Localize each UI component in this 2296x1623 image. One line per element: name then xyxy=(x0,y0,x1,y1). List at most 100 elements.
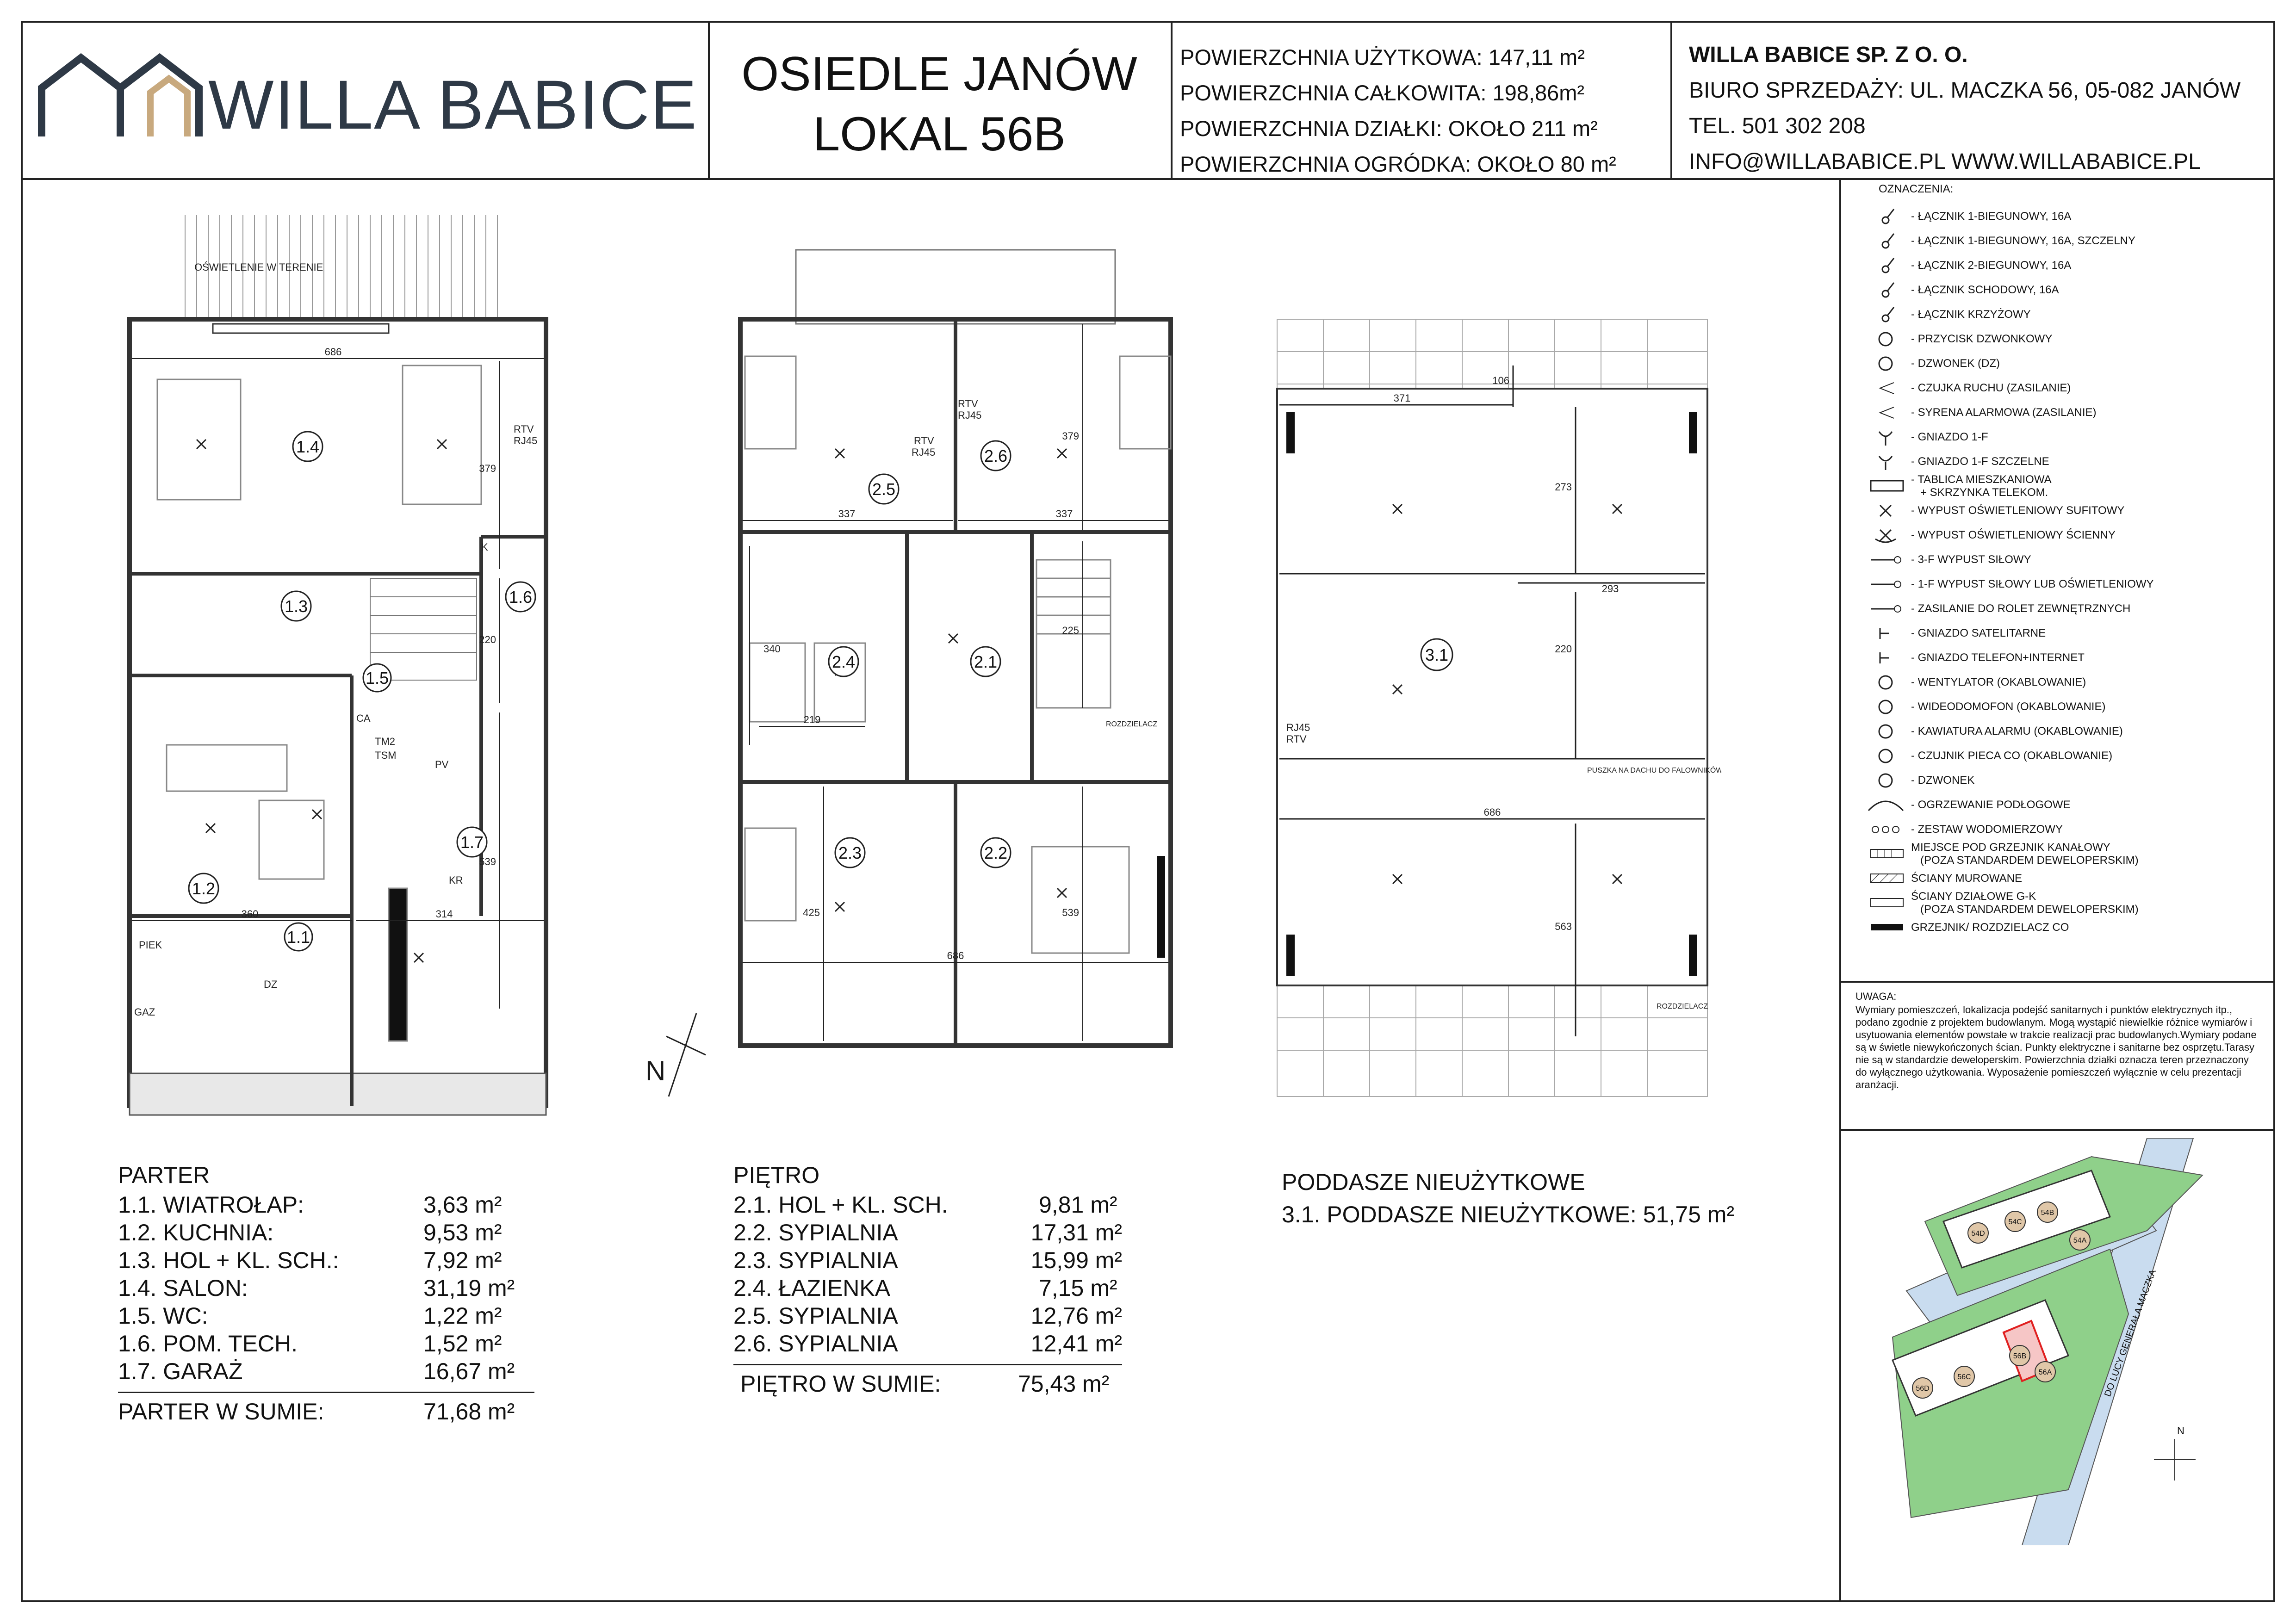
legend-label-line: - CZUJNIK PIECA CO (OKABLOWANIE) xyxy=(1911,749,2113,762)
legend-item-label: - DZWONEK xyxy=(1911,774,1974,787)
area-plot: POWIERZCHNIA DZIAŁKI: OKOŁO 211 m² xyxy=(1180,116,1598,141)
room-label-1-6: 1.6 xyxy=(509,588,532,607)
attic-outline xyxy=(1276,388,1708,986)
label-tm2: TM2 xyxy=(375,736,395,747)
dim-floor-width: 686 xyxy=(947,950,964,961)
legend-item: - ŁĄCZNIK KRZYŻOWY xyxy=(1860,302,2267,327)
label-rj45-2-6: RJ45 xyxy=(958,409,981,421)
legend-item: - ZESTAW WODOMIERZOWY xyxy=(1860,817,2267,842)
legend-label-line: GRZEJNIK/ ROZDZIELACZ CO xyxy=(1911,921,2069,934)
legend-item-label: - GNIAZDO SATELITARNE xyxy=(1911,627,2046,640)
legend-item: - SYRENA ALARMOWA (ZASILANIE) xyxy=(1860,400,2267,425)
socket-sealed-icon xyxy=(1860,452,1911,472)
room-marker-2-2 xyxy=(980,837,1011,868)
legend-item-label: - KAWIATURA ALARMU (OKABLOWANIE) xyxy=(1911,725,2123,738)
panel-icon xyxy=(1860,476,1911,496)
legend-title: OZNACZENIA: xyxy=(1879,183,1954,195)
legend-label-line: - ZESTAW WODOMIERZOWY xyxy=(1911,823,2063,836)
legend-label-line: - 3-F WYPUST SIŁOWY xyxy=(1911,553,2031,566)
room-marker-2-5 xyxy=(868,473,900,505)
area-total: POWIERZCHNIA CAŁKOWITA: 198,86m² xyxy=(1180,81,1585,105)
room-label-1-1: 1.1 xyxy=(287,928,310,947)
legend-label-line: - PRZYCISK DZWONKOWY xyxy=(1911,332,2053,345)
attic-roof-grid xyxy=(1277,319,1708,1097)
legend-item: - CZUJNIK PIECA CO (OKABLOWANIE) xyxy=(1860,743,2267,768)
label-manifold-floor: ROZDZIELACZ xyxy=(1106,720,1157,728)
legend-item-label: - CZUJKA RUCHU (ZASILANIE) xyxy=(1911,382,2071,395)
legend-item-label: - WIDEODOMOFON (OKABLOWANIE) xyxy=(1911,700,2105,713)
legend-item-label: - 3-F WYPUST SIŁOWY xyxy=(1911,553,2031,566)
note-text: Wymiary pomieszczeń, lokalizacja podejść… xyxy=(1855,1004,2257,1090)
legend-item-label: - PRZYCISK DZWONKOWY xyxy=(1911,333,2052,346)
dim-attic-4: 293 xyxy=(1602,583,1619,595)
dim-attic-5: 220 xyxy=(1555,643,1572,655)
room-label-3-1: 3.1 xyxy=(1425,645,1448,664)
radiator-icon xyxy=(1860,917,1911,938)
unit-label: 54D xyxy=(1971,1230,1985,1238)
unit-label: 56D xyxy=(1916,1385,1929,1393)
power-3f-icon xyxy=(1860,550,1911,570)
legend-item: - WYPUST OŚWIETLENIOWY SUFITOWY xyxy=(1860,498,2267,523)
title-line-2: LOKAL 56B xyxy=(813,107,1066,161)
area-summary: POWIERZCHNIA UŻYTKOWA: 147,11 m² POWIERZ… xyxy=(1180,39,1616,182)
channel-heater-icon xyxy=(1860,844,1911,864)
unit-marker xyxy=(1967,1222,1989,1244)
ground-furniture xyxy=(156,365,482,1042)
table-row: 1.1. WIATROŁAP:3,63 m² xyxy=(118,1192,502,1218)
label-rj45: RJ45 xyxy=(514,435,537,446)
radiator-icon xyxy=(1286,412,1697,976)
legend: OZNACZENIA: - ŁĄCZNIK 1-BIEGUNOWY, 16A- … xyxy=(1860,183,2267,940)
room-label-2-3: 2.3 xyxy=(838,843,862,862)
legend-item-label: - ZESTAW WODOMIERZOWY xyxy=(1911,823,2063,836)
legend-item-label: ŚCIANY DZIAŁOWE G-K(POZA STANDARDEM DEWE… xyxy=(1911,890,2139,916)
legend-label-line: - ŁĄCZNIK 2-BIEGUNOWY, 16A xyxy=(1911,259,2072,272)
legend-item-label: - ŁĄCZNIK SCHODOWY, 16A xyxy=(1911,284,2059,297)
socket-icon xyxy=(1860,427,1911,447)
dim-attic-7: 563 xyxy=(1555,921,1572,932)
header-divider xyxy=(21,178,2275,180)
legend-label-line: - ZASILANIE DO ROLET ZEWNĘTRZNYCH xyxy=(1911,602,2131,615)
legend-label-line: - DZWONEK (DZ) xyxy=(1911,357,2000,370)
legend-label-line: - WYPUST OŚWIETLENIOWY SUFITOWY xyxy=(1911,504,2125,517)
label-rtv-2-5: RTV xyxy=(914,435,934,446)
legend-item-label: - OGRZEWANIE PODŁOGOWE xyxy=(1911,799,2070,812)
legend-item: - 3-F WYPUST SIŁOWY xyxy=(1860,547,2267,572)
room-label-1-4: 1.4 xyxy=(296,437,319,456)
unit-label: 56A xyxy=(2039,1369,2052,1376)
legend-items: - ŁĄCZNIK 1-BIEGUNOWY, 16A- ŁĄCZNIK 1-BI… xyxy=(1860,204,2267,940)
ground-stair xyxy=(370,578,477,681)
water-meter-icon xyxy=(1860,819,1911,840)
floor-table-title: PIĘTRO xyxy=(733,1162,820,1188)
legend-item-label: - GNIAZDO TELEFON+INTERNET xyxy=(1911,651,2085,664)
doorbell-icon xyxy=(1860,770,1911,791)
floor-internal-walls xyxy=(740,319,1171,1046)
north-arrow-icon xyxy=(666,1013,706,1097)
legend-label-line: - 1-F WYPUST SIŁOWY LUB OŚWIETLENIOWY xyxy=(1911,577,2154,590)
table-row: 1.2. KUCHNIA:9,53 m² xyxy=(118,1220,502,1245)
legend-item-label: - ZASILANIE DO ROLET ZEWNĘTRZNYCH xyxy=(1911,602,2130,615)
boiler-sensor-icon xyxy=(1860,746,1911,766)
legend-item: - OGRZEWANIE PODŁOGOWE xyxy=(1860,793,2267,817)
legend-item: - PRZYCISK DZWONKOWY xyxy=(1860,327,2267,351)
room-label-1-3: 1.3 xyxy=(285,597,308,616)
dim-2-4-width: 219 xyxy=(804,714,821,725)
legend-item: - WENTYLATOR (OKABLOWANIE) xyxy=(1860,670,2267,694)
legend-item: - ŁĄCZNIK 1-BIEGUNOWY, 16A xyxy=(1860,204,2267,229)
legend-item: - ŁĄCZNIK 1-BIEGUNOWY, 16A, SZCZELNY xyxy=(1860,229,2267,253)
masonry-wall-icon xyxy=(1860,868,1911,889)
legend-label-line: - ŁĄCZNIK SCHODOWY, 16A xyxy=(1911,283,2059,296)
legend-label-line: - WIDEODOMOFON (OKABLOWANIE) xyxy=(1911,700,2106,713)
room-marker-1-7 xyxy=(456,826,488,858)
dim-attic-3: 273 xyxy=(1555,481,1572,493)
dim-attic-1: 371 xyxy=(1394,392,1411,404)
green-area-south xyxy=(1892,1248,2129,1518)
intercom-icon xyxy=(1860,697,1911,717)
note: UWAGA: Wymiary pomieszczeń, lokalizacja … xyxy=(1855,990,2263,1091)
north-arrow: N xyxy=(645,1009,710,1103)
label-k: K xyxy=(481,541,488,553)
legend-label-line: - DZWONEK xyxy=(1911,774,1975,787)
dim-2-2-depth: 539 xyxy=(1062,907,1079,918)
